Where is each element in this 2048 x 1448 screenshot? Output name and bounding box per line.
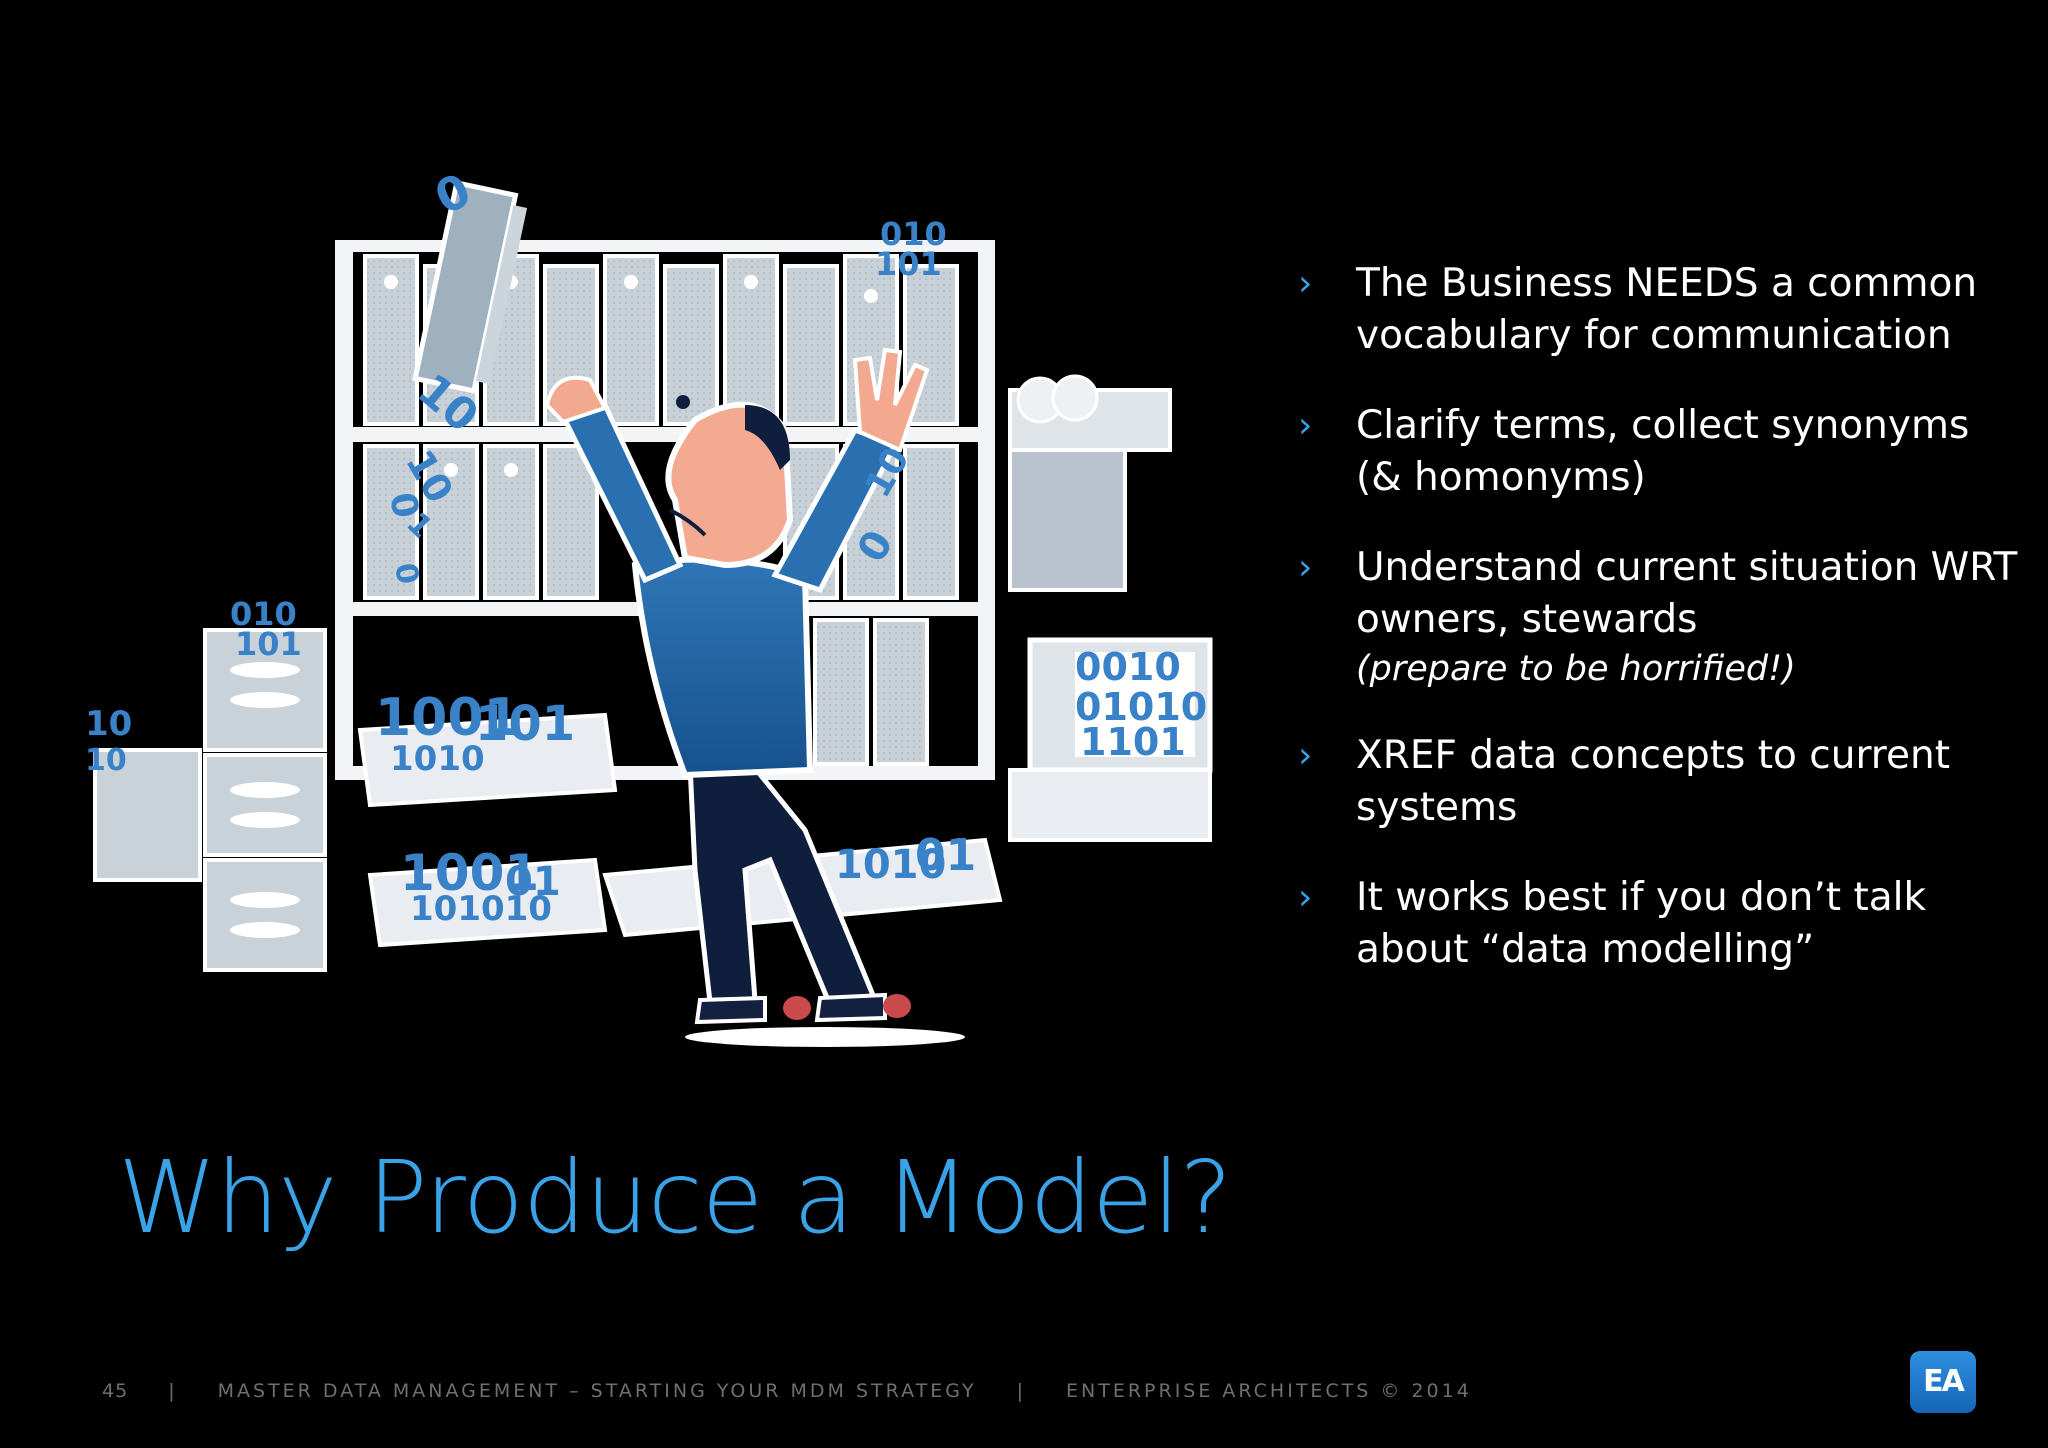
bullet-item: › It works best if you don’t talk about … <box>1298 872 2018 976</box>
chevron-right-icon: › <box>1298 735 1313 776</box>
bullet-item: › The Business NEEDS a common vocabulary… <box>1298 258 2018 362</box>
chevron-right-icon: › <box>1298 263 1313 304</box>
binary-label: 1001 <box>375 688 520 748</box>
binary-label: 01 <box>505 859 561 905</box>
binary-label: 101 <box>475 696 575 752</box>
binary-label: 10 <box>85 704 132 744</box>
copyright-text: ENTERPRISE ARCHITECTS © 2014 <box>1066 1380 1472 1402</box>
binary-label: 010 <box>230 595 297 633</box>
floor-shadow <box>685 1027 965 1047</box>
bullet-list: › The Business NEEDS a common vocabulary… <box>1298 258 2018 1014</box>
binary-label: 1001 <box>400 844 539 902</box>
presentation-title: MASTER DATA MANAGEMENT – STARTING YOUR M… <box>217 1380 977 1402</box>
ea-logo: EA <box>1910 1351 1976 1413</box>
bullet-note: (prepare to be horrified!) <box>1356 649 1796 689</box>
bullet-text: Understand current situation WRT owners,… <box>1356 545 2018 642</box>
overwhelmed-man-illustration: 0 10 10 0 1 0 10 0 010 101 010 101 1001 … <box>85 170 1230 1055</box>
binary-label: 1010 <box>835 842 946 888</box>
slide-title: Why Produce a Model? <box>118 1139 1232 1256</box>
bullet-item: › Understand current situation WRT owner… <box>1298 542 2018 692</box>
chevron-right-icon: › <box>1298 405 1313 446</box>
bullet-item: › XREF data concepts to current systems <box>1298 730 2018 834</box>
binary-label: 101 <box>875 245 942 283</box>
bullet-text: Clarify terms, collect synonyms (& homon… <box>1356 403 1970 500</box>
binary-label: 101 <box>235 625 302 663</box>
bullet-text: XREF data concepts to current systems <box>1356 733 1950 830</box>
bullet-text: The Business NEEDS a common vocabulary f… <box>1356 261 1978 358</box>
bullet-text: It works best if you don’t talk about “d… <box>1356 875 1927 972</box>
page-number: 45 <box>102 1380 129 1402</box>
binary-label: 101010 <box>410 889 552 929</box>
binary-label: 1101 <box>1080 720 1186 764</box>
binary-label: 01 <box>915 830 976 881</box>
bullet-item: › Clarify terms, collect synonyms (& hom… <box>1298 400 2018 504</box>
binary-label: 0010 <box>1075 645 1181 689</box>
chevron-right-icon: › <box>1298 547 1313 588</box>
binary-label: 1010 <box>390 739 485 779</box>
footer-separator: | <box>168 1380 178 1402</box>
footer-separator: | <box>1016 1380 1027 1402</box>
binary-label: 01010 <box>1075 685 1207 729</box>
binary-label: 010 <box>880 215 947 253</box>
binary-label: 10 <box>85 743 127 778</box>
chevron-right-icon: › <box>1298 877 1313 918</box>
footer: 45 | MASTER DATA MANAGEMENT – STARTING Y… <box>102 1380 1472 1402</box>
